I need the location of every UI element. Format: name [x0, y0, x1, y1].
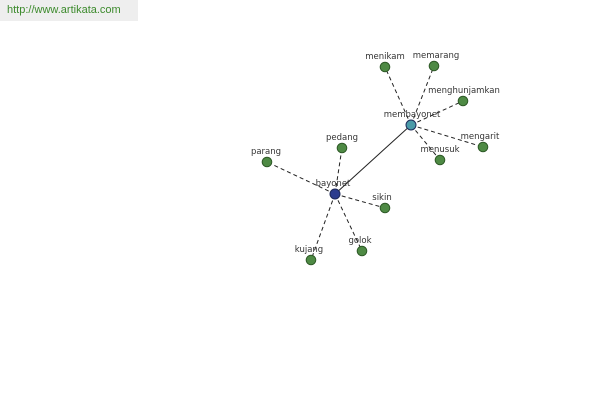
- node-pedang[interactable]: [336, 142, 348, 154]
- edge-membayonet-menusuk: [410, 124, 441, 161]
- edge-membayonet-menikam: [384, 66, 412, 126]
- node-mengarit[interactable]: [477, 141, 489, 153]
- node-memarang[interactable]: [428, 60, 440, 72]
- edge-bayonet-parang: [266, 161, 336, 195]
- node-label-mengarit: mengarit: [461, 132, 500, 142]
- node-sikin[interactable]: [379, 202, 391, 214]
- node-kujang[interactable]: [305, 254, 317, 266]
- node-label-golok: golok: [348, 236, 371, 246]
- edge-bayonet-membayonet: [334, 124, 412, 195]
- node-golok[interactable]: [356, 245, 368, 257]
- node-label-menikam: menikam: [365, 52, 405, 62]
- node-parang[interactable]: [261, 156, 273, 168]
- node-label-sikin: sikin: [372, 193, 391, 203]
- edge-bayonet-sikin: [334, 193, 386, 209]
- url-banner[interactable]: http://www.artikata.com: [0, 0, 138, 21]
- edge-bayonet-golok: [334, 193, 363, 252]
- edge-membayonet-mengarit: [410, 124, 484, 148]
- nodes-layer: [261, 60, 489, 266]
- node-menikam[interactable]: [379, 61, 391, 73]
- node-label-menghunjamkan: menghunjamkan: [428, 86, 500, 96]
- node-menusuk[interactable]: [434, 154, 446, 166]
- node-label-memarang: memarang: [413, 51, 459, 61]
- node-label-parang: parang: [251, 147, 281, 157]
- edge-membayonet-menghunjamkan: [410, 100, 464, 126]
- edge-membayonet-memarang: [410, 65, 435, 126]
- labels-layer: bayonet membayonet parang pedang sikin golok k…: [251, 51, 500, 255]
- edges-layer: [266, 65, 484, 261]
- node-menghunjamkan[interactable]: [457, 95, 469, 107]
- edge-bayonet-kujang: [310, 193, 336, 261]
- node-label-membayonet: membayonet: [384, 110, 441, 120]
- edge-bayonet-pedang: [334, 147, 343, 195]
- node-label-kujang: kujang: [295, 245, 323, 255]
- node-label-menusuk: menusuk: [420, 145, 459, 155]
- node-label-bayonet: bayonet: [316, 179, 351, 189]
- node-membayonet[interactable]: [405, 119, 417, 131]
- node-label-pedang: pedang: [326, 133, 358, 143]
- node-bayonet[interactable]: [329, 188, 341, 200]
